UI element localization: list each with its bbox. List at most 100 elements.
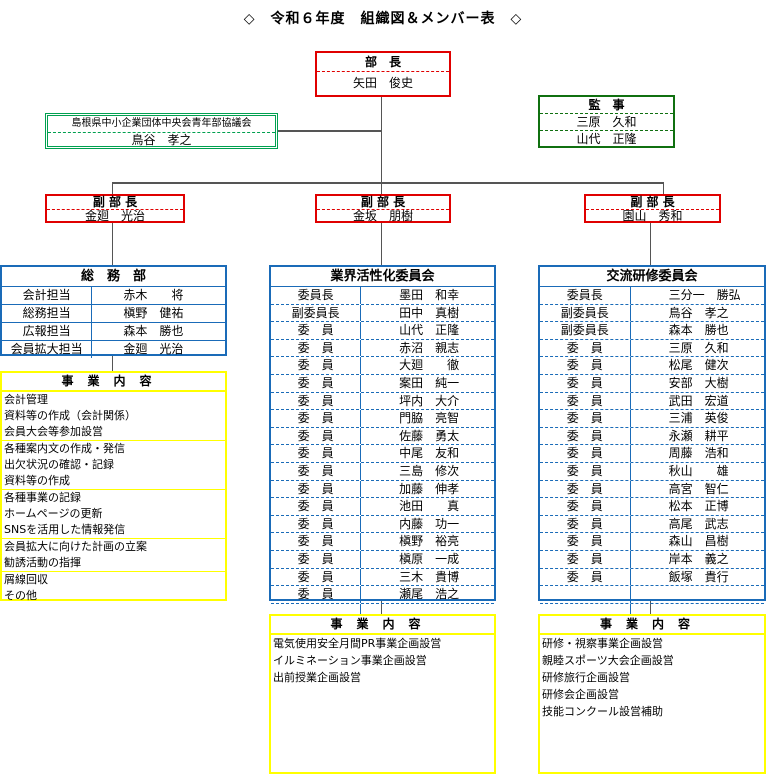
member-name: 鳥谷 孝之 (668, 305, 729, 320)
duty-item: 勧誘活動の指揮 (4, 556, 81, 569)
member-role: 委 員 (540, 392, 631, 410)
member-name: 松本 正博 (668, 499, 729, 514)
duty-item: 研修旅行企画設営 (542, 671, 630, 684)
member-name: 墨田 和幸 (399, 288, 460, 302)
duty-item: 会員大会等参加設営 (4, 425, 103, 438)
duty-group: 各種案内文の作成・発信出欠状況の確認・記録資料等の作成 (2, 441, 225, 490)
member-role: 副委員長 (271, 304, 362, 322)
member-role: 委 員 (540, 357, 631, 374)
member-role: 委 員 (540, 568, 631, 586)
member-role: 委 員 (271, 462, 362, 480)
member-role: 委 員 (271, 357, 362, 374)
member-name: 周藤 浩和 (668, 446, 729, 461)
member-row: 委 員 松尾 健次 (540, 357, 764, 375)
member-role: 副委員長 (540, 304, 631, 322)
member-row: 委 員秋山 雄 (540, 462, 764, 481)
member-name: 松尾 健次 (668, 358, 729, 373)
member-role: 委 員 (540, 498, 631, 515)
vice-director-name: 園山 秀和 (622, 209, 683, 223)
duty-item: 電気使用安全月間PR事業企画設営 (273, 637, 442, 650)
member-row (271, 603, 494, 621)
member-role: 委 員 (540, 410, 631, 427)
general-affairs-title: 総 務 部 (2, 267, 225, 287)
member-name: 三島 修次 (399, 463, 460, 478)
member-row: 委 員加藤 伸孝 (271, 480, 494, 499)
duty-item: SNSを活用した情報発信 (4, 523, 126, 536)
member-name: 案田 純一 (399, 375, 460, 390)
member-name: 森山 昌樹 (668, 534, 729, 549)
member-role: 委 員 (271, 498, 362, 515)
member-row: 委 員岸本 義之 (540, 550, 764, 569)
member-role: 委 員 (271, 586, 362, 603)
vice-director-name: 金廻 光治 (84, 209, 145, 223)
vice-director-box: 副 部 長 金坂 朋樹 (315, 194, 451, 223)
member-row: 委員長墨田 和幸 (271, 287, 494, 305)
general-duties-box: 事業内容 会計管理資料等の作成（会計関係）会員大会等参加設営各種案内文の作成・発… (0, 371, 227, 602)
member-role: 委 員 (271, 533, 362, 550)
member-row: 総務担当槇野 健祐 (2, 305, 225, 323)
member-role: 委 員 (271, 445, 362, 462)
member-name: 池田 真 (399, 499, 460, 514)
industry-duties-title: 事業内容 (271, 616, 494, 635)
member-row: 委員長三分一 勝弘 (540, 287, 764, 305)
general-duties-title: 事業内容 (2, 373, 225, 392)
duty-item: 各種案内文の作成・発信 (4, 442, 125, 455)
member-role: 委 員 (271, 392, 362, 410)
member-row: 委 員 瀬尾 浩之 (271, 586, 494, 604)
duty-group: 会計管理資料等の作成（会計関係）会員大会等参加設営 (2, 392, 225, 441)
industry-committee-title: 業界活性化委員会 (271, 267, 494, 287)
member-name: 森本 勝也 (668, 323, 729, 338)
council-name: 鳥谷 孝之 (131, 133, 192, 147)
member-name: 瀬尾 浩之 (399, 587, 460, 602)
duty-item: 会員拡大に向けた計画の立案 (4, 540, 147, 553)
exchange-committee-title: 交流研修委員会 (540, 267, 764, 287)
member-row: 会員拡大担当金廻 光治 (2, 341, 225, 358)
member-role: 委 員 (271, 480, 362, 498)
member-name: 高宮 智仁 (668, 481, 729, 496)
member-role: 委 員 (271, 374, 362, 392)
member-row: 委 員飯塚 貴行 (540, 568, 764, 587)
member-row: 委 員三木 貴博 (271, 568, 494, 587)
exchange-duties-title: 事業内容 (540, 616, 764, 635)
member-role: 委 員 (271, 322, 362, 339)
duty-item: 資料等の作成 (4, 474, 70, 487)
member-row: 委 員 高尾 武志 (540, 515, 764, 534)
member-row (540, 603, 764, 621)
member-role: 委 員 (540, 339, 631, 357)
member-row: 委 員周藤 浩和 (540, 445, 764, 463)
member-row: 会計担当赤木 将 (2, 287, 225, 305)
connector-line (381, 222, 382, 265)
member-row: 委 員門脇 亮智 (271, 410, 494, 428)
connector-line (112, 222, 113, 265)
general-affairs-table: 総 務 部 会計担当赤木 将総務担当槇野 健祐広報担当森本 勝也会員拡大担当金廻… (0, 265, 227, 358)
member-row (540, 586, 764, 604)
member-name: 三浦 英俊 (668, 411, 729, 426)
council-label: 島根県中小企業団体中央会青年部協議会 (48, 116, 275, 133)
vice-director-label: 副 部 長 (317, 196, 449, 210)
connector-line (277, 130, 381, 132)
member-row: 委 員佐藤 勇太 (271, 427, 494, 446)
member-row: 委 員内藤 功一 (271, 515, 494, 534)
member-name: 高尾 武志 (668, 516, 729, 531)
member-name: 三木 貴博 (399, 569, 460, 584)
member-role: 委 員 (271, 515, 362, 533)
duty-item: ホームページの更新 (4, 507, 103, 520)
connector-line (112, 182, 113, 194)
duty-item: イルミネーション事業企画設営 (273, 654, 427, 667)
member-name: 槇野 健祐 (123, 306, 184, 320)
member-role: 委 員 (540, 515, 631, 533)
member-role: 会員拡大担当 (2, 341, 93, 358)
vice-director-label: 副 部 長 (586, 196, 719, 210)
member-name: 中尾 友和 (399, 446, 460, 461)
member-role: 委 員 (271, 339, 362, 357)
duty-item: 屑線回収 (4, 573, 48, 586)
member-name (631, 586, 764, 603)
vice-director-label: 副 部 長 (47, 196, 183, 210)
member-name: 槇野 裕亮 (399, 534, 460, 549)
member-role: 委 員 (540, 533, 631, 550)
vice-director-name: 金坂 朋樹 (352, 209, 413, 223)
auditor-name: 山代 正隆 (576, 132, 637, 146)
member-row: 委 員 三浦 英俊 (540, 410, 764, 428)
